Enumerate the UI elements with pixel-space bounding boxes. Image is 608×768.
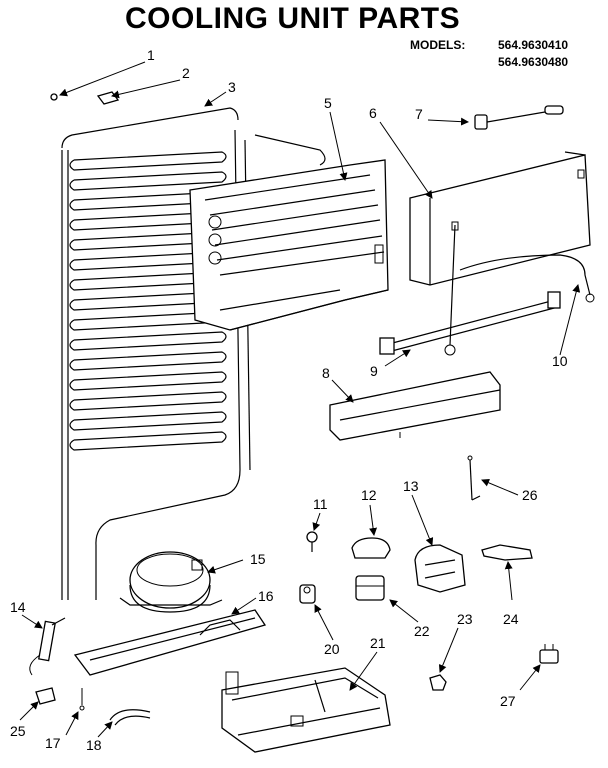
drain-pan xyxy=(221,667,391,753)
callout-6: 6 xyxy=(369,105,377,121)
part-12 xyxy=(351,537,391,559)
part-22 xyxy=(355,575,385,601)
part-13 xyxy=(414,544,466,593)
callout-18: 18 xyxy=(86,737,102,753)
callout-11: 11 xyxy=(313,496,328,512)
part-2-clip xyxy=(96,91,120,105)
base-rail xyxy=(73,609,267,676)
callout-10: 10 xyxy=(552,353,568,369)
condenser-loop xyxy=(69,151,227,171)
part-25 xyxy=(35,687,56,705)
part-26-clip xyxy=(467,455,481,501)
callout-9: 9 xyxy=(370,363,378,379)
callout-12: 12 xyxy=(361,487,377,503)
heater-wiring xyxy=(379,221,595,356)
part-11-screw xyxy=(306,531,318,552)
condenser-loop xyxy=(69,391,227,411)
evaporator-cover xyxy=(409,151,591,286)
callout-25: 25 xyxy=(10,723,26,739)
callout-26: 26 xyxy=(522,487,538,503)
condenser-loop xyxy=(69,331,227,351)
models-label: MODELS: xyxy=(410,38,466,52)
model-number-1: 564.9630410 xyxy=(498,38,569,52)
callout-22: 22 xyxy=(414,623,430,639)
callout-15: 15 xyxy=(250,551,266,567)
condenser-loop xyxy=(69,371,227,391)
condenser-loop xyxy=(69,431,227,451)
callout-20: 20 xyxy=(324,641,340,657)
leader-lines xyxy=(19,61,581,738)
callout-13: 13 xyxy=(403,478,419,494)
drain-trough xyxy=(329,371,501,441)
callout-5: 5 xyxy=(324,95,332,111)
part-18 xyxy=(109,709,151,726)
callout-24: 24 xyxy=(503,611,519,627)
part-17 xyxy=(79,688,85,711)
part-27 xyxy=(539,644,559,664)
callout-14: 14 xyxy=(10,599,26,615)
compressor xyxy=(119,551,223,613)
condenser-coil xyxy=(61,107,251,600)
callout-16: 16 xyxy=(258,588,274,604)
callout-23: 23 xyxy=(457,611,473,627)
condenser-loop xyxy=(69,411,227,431)
callout-3: 3 xyxy=(228,79,236,95)
part-1-screw xyxy=(50,93,58,101)
part-7-probe xyxy=(474,105,564,130)
callout-8: 8 xyxy=(322,365,330,381)
condenser-loop xyxy=(69,351,227,371)
callout-7: 7 xyxy=(415,106,423,122)
callout-1: 1 xyxy=(147,47,155,63)
callout-numbers: 1 2 3 5 6 7 8 9 10 11 12 13 14 15 16 17 … xyxy=(10,47,568,753)
callout-27: 27 xyxy=(500,693,516,709)
callout-21: 21 xyxy=(370,635,386,651)
part-23 xyxy=(429,674,447,691)
callout-2: 2 xyxy=(182,65,190,81)
part-20 xyxy=(299,584,316,604)
model-number-2: 564.9630480 xyxy=(498,55,569,69)
evaporator xyxy=(189,134,389,331)
condenser-loop xyxy=(69,171,227,191)
part-24 xyxy=(481,544,533,561)
callout-17: 17 xyxy=(45,735,61,751)
diagram-title: COOLING UNIT PARTS xyxy=(125,2,461,35)
dryer xyxy=(29,617,66,676)
